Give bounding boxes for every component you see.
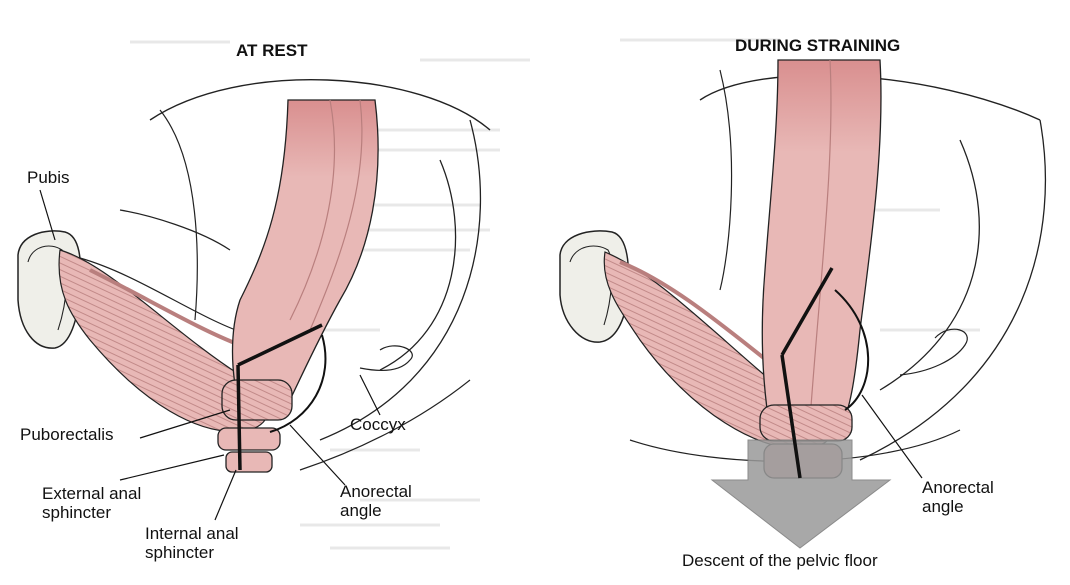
label-internal-anal-sphincter: Internal anal sphincter [145, 524, 239, 562]
rectum-left [233, 100, 379, 410]
label-coccyx: Coccyx [350, 415, 406, 434]
right-panel-title: DURING STRAINING [735, 36, 900, 56]
right-panel-drawing [560, 60, 1045, 548]
left-panel-title: AT REST [236, 41, 307, 61]
label-descent-caption: Descent of the pelvic floor [682, 551, 878, 570]
label-anorectal-angle-right: Anorectal angle [922, 478, 994, 516]
label-pubis: Pubis [27, 168, 70, 187]
rectum-right [762, 60, 881, 430]
label-external-anal-sphincter: External anal sphincter [42, 484, 141, 522]
left-panel-drawing [18, 80, 490, 520]
label-anorectal-angle-left: Anorectal angle [340, 482, 412, 520]
label-puborectalis: Puborectalis [20, 425, 114, 444]
